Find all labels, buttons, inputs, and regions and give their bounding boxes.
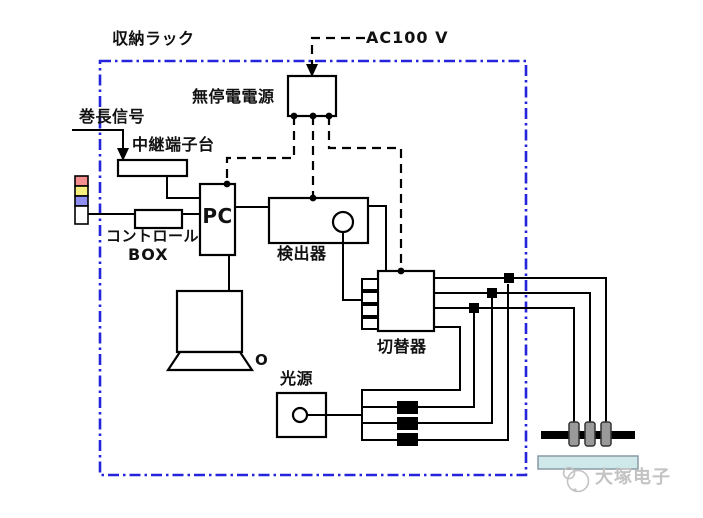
watermark-text: 大塚电子: [595, 467, 671, 488]
detector-label: 検出器: [277, 244, 327, 263]
detector-power-junction-dot: [309, 194, 317, 202]
switcher-port-stub-3: [361, 304, 379, 317]
fiber-coupler-1: [397, 401, 418, 414]
terminal-to-pc-wire: [166, 176, 200, 199]
fiber-coupler-3: [397, 433, 418, 446]
wire-connector-square-3: [469, 303, 479, 313]
pc-label: PC: [202, 204, 233, 228]
light-source-lens-icon: [291, 406, 309, 424]
relay-terminal-box: [116, 158, 189, 178]
ups-to-switcher-wire: [327, 116, 403, 269]
switcher-output-wire-2: [434, 292, 591, 423]
pc-box: [198, 182, 237, 257]
monitor-screen: [175, 289, 244, 354]
indicator-segment-red: [74, 175, 89, 187]
ups-to-pc-wire: [225, 116, 296, 182]
wire-connector-square-2: [487, 288, 497, 298]
arrowhead-down-ups-icon: [306, 64, 318, 77]
control-box-label-line1: コントロール: [106, 227, 200, 245]
ac-power-wire: [310, 36, 365, 66]
ups-box: [286, 74, 338, 118]
indicator-segment-white: [74, 205, 89, 225]
detector-to-switcher-wire: [368, 205, 387, 270]
relay-terminal-label: 中継端子台: [132, 135, 215, 154]
probe-2: [584, 421, 596, 447]
detector-probe-wire: [342, 233, 362, 301]
indicator-segment-blue: [74, 195, 89, 207]
ac-power-label: AC100 V: [366, 28, 449, 47]
light-source-label: 光源: [280, 369, 314, 388]
switcher-port-stub-1: [361, 278, 379, 291]
wire-connector-square-1: [504, 273, 514, 283]
winding-signal-label: 巻長信号: [79, 107, 146, 126]
switcher-label: 切替器: [377, 337, 427, 356]
switcher-loop-wire: [361, 284, 509, 441]
pc-power-junction-dot: [223, 180, 231, 188]
switcher-power-junction-dot: [397, 267, 405, 275]
arrowhead-down-terminal-icon: [117, 148, 129, 161]
rack-label: 収納ラック: [112, 29, 195, 48]
sample-stage: [537, 455, 639, 470]
switcher-output-wire-3: [434, 307, 575, 423]
winding-signal-wire: [72, 129, 124, 150]
ups-terminal-dot-1: [290, 112, 298, 120]
monitor-annotation: O: [255, 351, 269, 369]
probe-1: [568, 421, 580, 447]
fiber-coupler-2: [397, 417, 418, 430]
control-box-label-line2: BOX: [128, 245, 169, 264]
detector-lens-icon: [331, 210, 355, 234]
indicator-segment-yellow: [74, 185, 89, 197]
switcher-port-stub-2: [361, 291, 379, 304]
ups-terminal-dot-2: [309, 112, 317, 120]
watermark-logo-icon: [562, 466, 590, 493]
monitor-stand: [165, 350, 255, 372]
switcher-output-wire-1: [434, 277, 607, 423]
probe-3: [600, 421, 612, 447]
ups-terminal-dot-3: [325, 112, 333, 120]
rack-boundary: [98, 59, 528, 477]
switcher-port-stub-4: [361, 317, 379, 330]
probe-group: [568, 421, 612, 447]
switcher-box: [376, 269, 436, 333]
ups-label: 無停電電源: [192, 87, 275, 106]
control-box: [133, 208, 184, 230]
